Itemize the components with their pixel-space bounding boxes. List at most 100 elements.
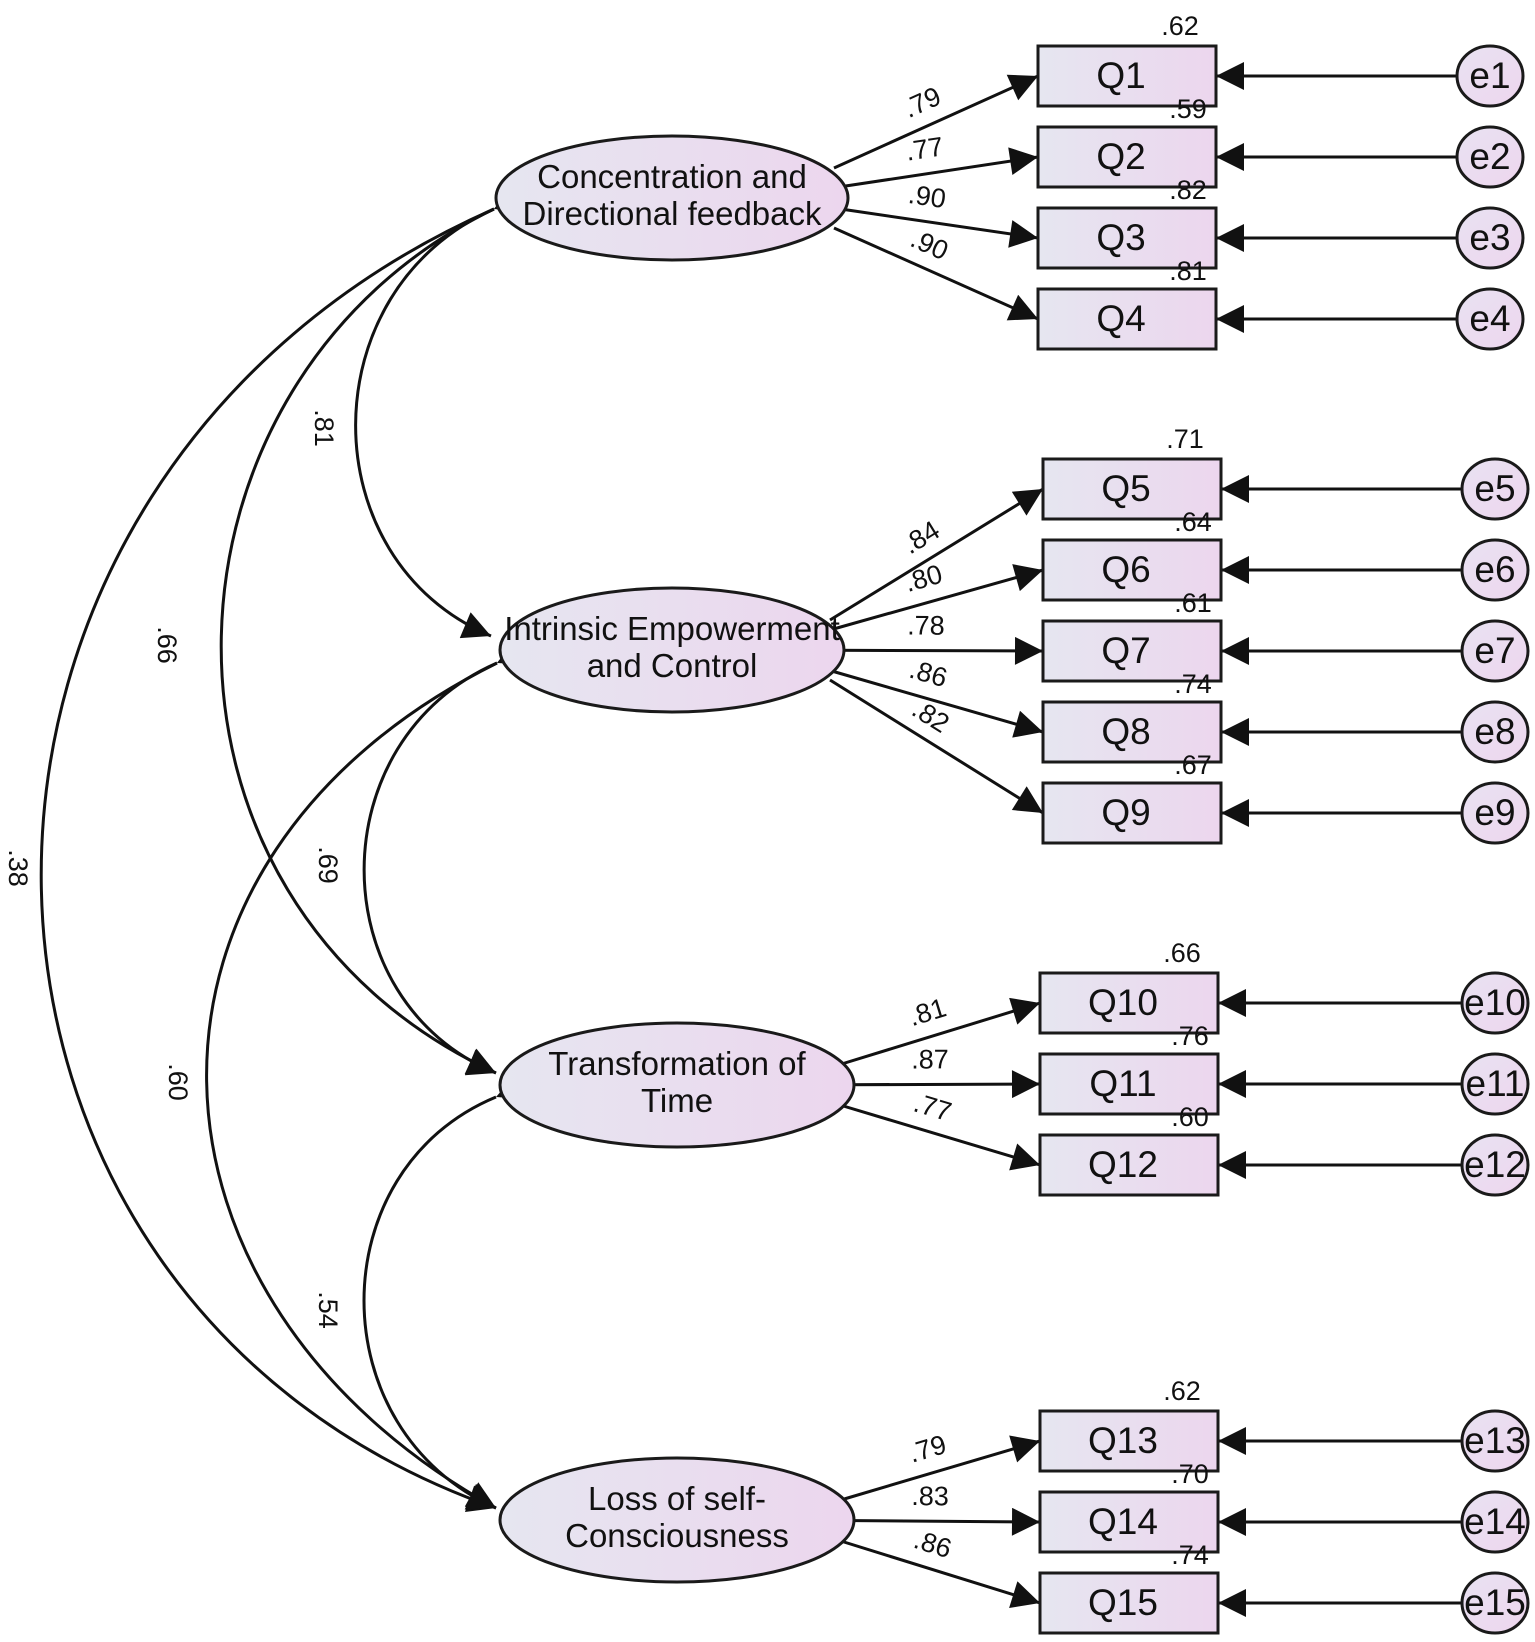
loading-arrow (833, 206, 1039, 248)
correlation-label: .38 (3, 849, 33, 887)
latent-factor-label: Concentration and (537, 158, 807, 195)
observed-item-label: Q1 (1096, 55, 1145, 96)
latent-factor-label: Loss of self- (588, 1480, 766, 1517)
observed-item-box (1036, 206, 1218, 270)
r-squared-label: .74 (1174, 669, 1212, 699)
error-term-circle (1460, 1409, 1530, 1473)
correlation-curve (362, 1073, 528, 1510)
r-squared-label: .67 (1174, 750, 1212, 780)
observed-item-label: Q13 (1088, 1420, 1158, 1461)
error-term-label: e6 (1474, 549, 1515, 590)
loading-arrow (833, 226, 1039, 321)
latent-factor-label: Consciousness (565, 1517, 789, 1554)
loading-label: .77 (910, 1088, 955, 1128)
latent-factor-label: Intrinsic Empowerment (504, 610, 840, 647)
r-squared-label: .82 (1169, 175, 1207, 205)
observed-item-box (1036, 44, 1218, 108)
loading-label: .87 (911, 1044, 949, 1074)
error-term-label: e2 (1469, 136, 1510, 177)
loading-label: .86 (910, 1524, 955, 1564)
loading-arrow (839, 997, 1041, 1066)
error-term-circle (1460, 1133, 1530, 1197)
error-term-circle (1455, 125, 1525, 189)
observed-item-box (1038, 1490, 1220, 1554)
error-term-circle (1460, 781, 1530, 845)
error-term-label: e4 (1469, 298, 1510, 339)
error-term-circle (1460, 1052, 1530, 1116)
observed-item-label: Q8 (1101, 711, 1150, 752)
observed-item-box (1038, 1133, 1220, 1197)
observed-item-box (1041, 538, 1223, 602)
loading-arrow (829, 564, 1044, 632)
loading-arrow (839, 1539, 1041, 1609)
loading-label: .90 (906, 223, 953, 266)
loading-arrow (829, 678, 1044, 815)
observed-item-label: Q2 (1096, 136, 1145, 177)
correlation-curve (354, 184, 526, 639)
latent-factor-ellipse (498, 586, 846, 714)
error-term-circle (1460, 538, 1530, 602)
error-term-label: e5 (1474, 468, 1515, 509)
latent-factor-label: and Control (587, 647, 758, 684)
r-squared-label: .61 (1174, 588, 1212, 618)
error-term-label: e8 (1474, 711, 1515, 752)
error-term-circle (1460, 971, 1530, 1035)
r-squared-label: .70 (1171, 1459, 1209, 1489)
loading-arrow (829, 636, 1044, 665)
loading-arrow (833, 147, 1039, 190)
r-squared-label: .81 (1169, 256, 1207, 286)
observed-item-box (1038, 1052, 1220, 1116)
loading-label: .79 (905, 1429, 950, 1468)
r-squared-label: .71 (1166, 424, 1204, 454)
observed-item-label: Q14 (1088, 1501, 1158, 1542)
error-term-circle (1460, 619, 1530, 683)
loading-label: .90 (906, 179, 948, 214)
loading-arrow (839, 1435, 1041, 1502)
observed-item-box (1041, 619, 1223, 683)
correlation-label: .69 (313, 846, 343, 884)
error-term-circle (1455, 206, 1525, 270)
observed-item-box (1041, 457, 1223, 521)
error-term-circle (1460, 700, 1530, 764)
latent-factor-ellipse (494, 134, 850, 262)
observed-item-box (1036, 125, 1218, 189)
error-term-circle (1460, 1571, 1530, 1635)
observed-item-box (1038, 1571, 1220, 1635)
loading-label: .78 (907, 611, 945, 641)
r-squared-label: .66 (1163, 938, 1201, 968)
error-term-circle (1460, 457, 1530, 521)
correlation-label: .54 (313, 1291, 343, 1329)
correlation-curve (39, 184, 526, 1512)
error-term-label: e12 (1464, 1144, 1526, 1185)
observed-item-label: Q5 (1101, 468, 1150, 509)
latent-factor-label: Time (641, 1082, 713, 1119)
error-term-label: e7 (1474, 630, 1515, 671)
observed-item-label: Q6 (1101, 549, 1150, 590)
r-squared-label: .74 (1171, 1540, 1209, 1570)
r-squared-label: .76 (1171, 1021, 1209, 1051)
observed-item-label: Q10 (1088, 982, 1158, 1023)
correlation-curve (362, 638, 529, 1076)
r-squared-label: .64 (1174, 507, 1212, 537)
correlation-label: .81 (309, 409, 339, 447)
error-term-label: e10 (1464, 982, 1526, 1023)
correlation-label: .66 (152, 626, 182, 664)
observed-item-label: Q3 (1096, 217, 1145, 258)
label-layer: .81 .66 .38 .69 .60 .54 Concentration andDirec… (3, 11, 1526, 1623)
correlation-label: .60 (163, 1063, 193, 1101)
observed-item-box (1038, 1409, 1220, 1473)
loading-arrow (839, 1507, 1041, 1536)
loading-label: .77 (904, 131, 946, 166)
loading-label: .86 (906, 654, 950, 693)
observed-item-box (1041, 700, 1223, 764)
loading-arrow (829, 669, 1044, 738)
loading-label: .79 (899, 81, 946, 124)
latent-factor-ellipse (498, 1456, 856, 1584)
loading-label: .83 (911, 1481, 949, 1511)
loading-arrow (839, 1103, 1041, 1171)
loading-label: .80 (901, 559, 945, 598)
latent-factor-label: Directional feedback (523, 195, 822, 232)
correlation-curve (205, 637, 529, 1510)
correlation-layer (39, 184, 529, 1512)
